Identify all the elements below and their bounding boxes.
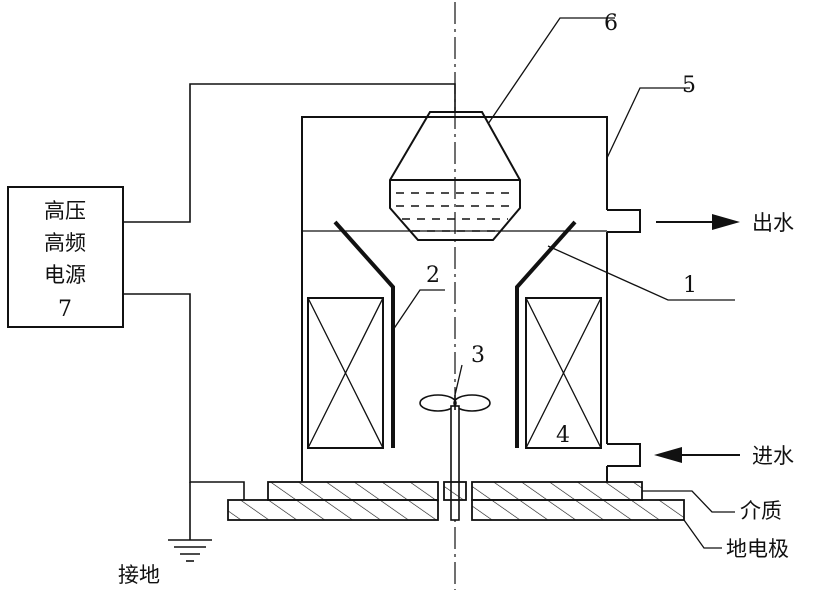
dielectric-layer <box>267 481 643 501</box>
electrode-2-left <box>333 220 395 448</box>
callout-3: 3 <box>471 343 485 368</box>
outlet-label: 出水 <box>752 211 794 235</box>
callout-6: 6 <box>604 11 618 36</box>
leader-2 <box>392 289 445 331</box>
ground-electrode-label: 地电极 <box>726 537 789 561</box>
funnel-liquid-dashes <box>396 192 514 232</box>
leader-ground-electrode <box>683 519 722 549</box>
ground-symbol <box>168 539 212 562</box>
outlet-nozzle <box>607 209 641 233</box>
leader-1 <box>547 245 735 301</box>
ground-label: 接地 <box>118 563 160 587</box>
stirrer-3 <box>419 394 491 521</box>
electrode-2-right <box>515 220 577 448</box>
leader-6 <box>487 17 615 125</box>
module-4-right <box>525 297 602 449</box>
funnel-tank-6 <box>389 111 521 241</box>
inlet-label: 进水 <box>752 444 794 468</box>
leader-5 <box>606 87 690 159</box>
leader-3 <box>454 364 463 396</box>
callout-1: 1 <box>683 273 697 298</box>
callout-5: 5 <box>682 73 696 98</box>
reactor-vessel <box>301 116 608 482</box>
power-supply-line3: 电源 <box>44 263 86 287</box>
hv-wire <box>123 83 456 223</box>
power-supply-line2: 高频 <box>44 231 86 255</box>
funnel-body <box>389 111 521 241</box>
callout-4: 4 <box>556 423 570 448</box>
power-supply: 高压 高频 电源 7 <box>7 186 124 328</box>
dielectric-label: 介质 <box>740 499 782 523</box>
power-supply-number: 7 <box>58 297 72 322</box>
leader-dielectric <box>642 490 735 513</box>
ground-electrode <box>227 499 685 521</box>
power-supply-box <box>7 186 124 328</box>
module-4-left <box>307 297 384 449</box>
outlet-arrow <box>656 214 740 230</box>
vessel-wall-left <box>301 116 455 482</box>
ground-wire <box>123 293 245 500</box>
inlet-nozzle <box>607 443 641 467</box>
vessel-wall-right <box>455 116 608 210</box>
inlet-arrow <box>654 447 740 463</box>
power-supply-line1: 高压 <box>44 199 86 223</box>
callout-2: 2 <box>426 263 440 288</box>
